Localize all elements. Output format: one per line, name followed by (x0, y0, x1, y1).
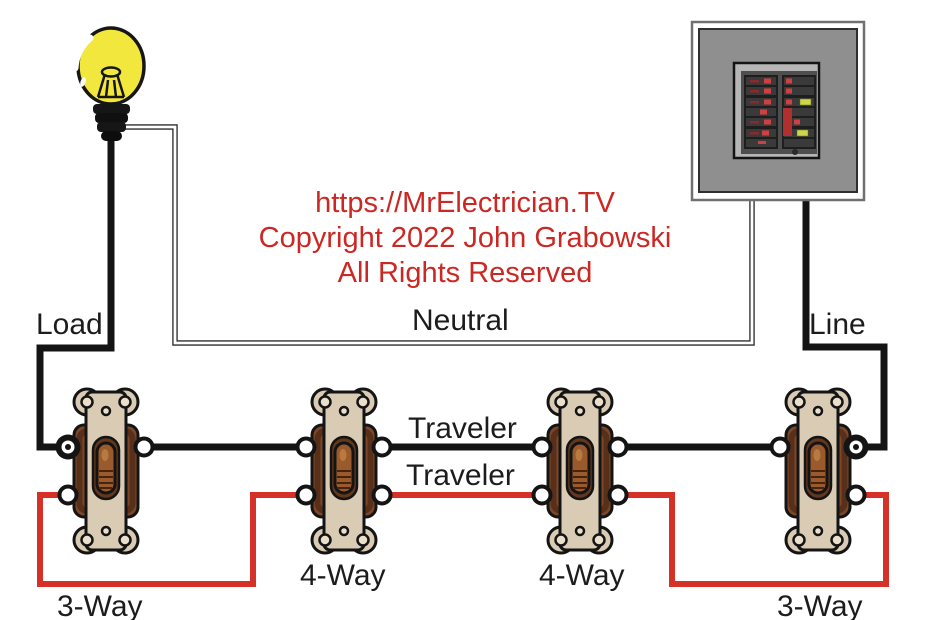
traveler-wire-red-left (37, 492, 306, 587)
switch-4-3way (786, 389, 850, 553)
switch-2-label: 4-Way (300, 559, 386, 592)
neutral-wire (122, 124, 755, 346)
neutral-label: Neutral (412, 304, 509, 337)
breaker-panel-icon (690, 20, 866, 202)
switch-1-label: 3-Way (57, 590, 143, 620)
line-wire (802, 196, 888, 451)
traveler-label-bottom: Traveler (406, 459, 515, 492)
breaker-column-left (746, 77, 776, 147)
load-label: Load (36, 308, 103, 341)
copyright-block: https://MrElectrician.TV Copyright 2022 … (0, 186, 930, 291)
traveler-label-top: Traveler (408, 412, 517, 445)
switch-3-label: 4-Way (539, 559, 625, 592)
switch-3-4way (548, 389, 612, 553)
switch-terminals (55, 434, 869, 506)
switch-1-3way (74, 389, 138, 553)
load-wire (36, 134, 115, 451)
traveler-wire-red-right (618, 492, 889, 587)
copyright-owner: Copyright 2022 John Grabowski (258, 222, 672, 254)
light-bulb-icon (71, 26, 146, 141)
copyright-rights: All Rights Reserved (337, 257, 593, 289)
line-label: Line (809, 308, 866, 341)
switch-4-label: 3-Way (777, 590, 863, 620)
copyright-url: https://MrElectrician.TV (315, 187, 615, 219)
switch-2-4way (312, 389, 376, 553)
breaker-column-right (783, 77, 814, 155)
